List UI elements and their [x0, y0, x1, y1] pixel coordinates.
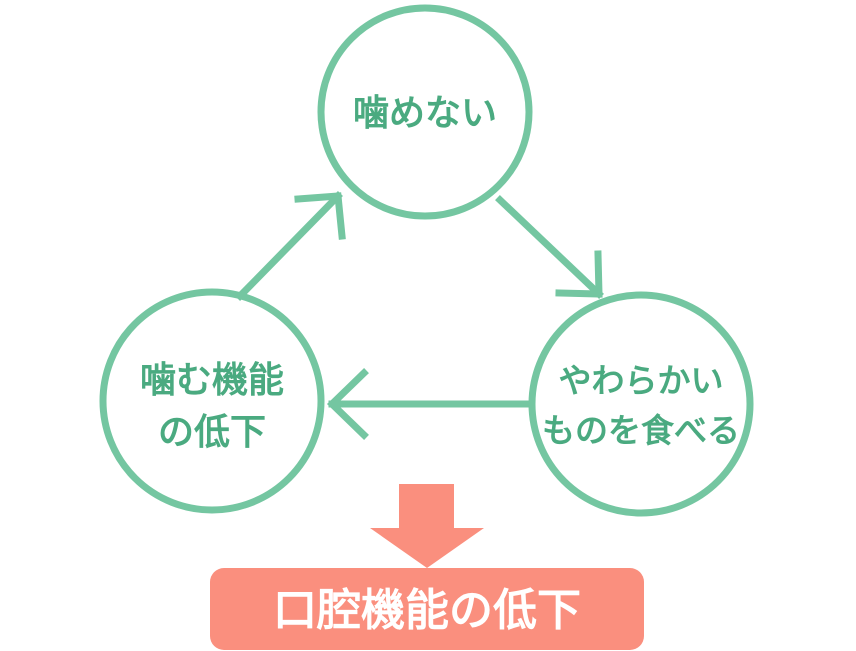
node-label-right-line1: やわらかい	[559, 361, 724, 400]
node-label-top: 噛めない	[353, 93, 497, 134]
arrow-top-to-right	[495, 195, 604, 299]
result-box	[210, 568, 644, 650]
result-label: 口腔機能の低下	[273, 585, 581, 636]
result-down-arrow	[370, 484, 484, 568]
arrow-left-to-top	[235, 191, 346, 301]
node-label-left-line2: の低下	[158, 412, 266, 453]
node-label-right-line2: ものを食べる	[542, 411, 740, 450]
node-circle-left	[99, 288, 325, 514]
arrow-right-to-left	[326, 368, 534, 440]
node-circle-right	[528, 291, 754, 517]
node-circle-top	[317, 4, 533, 220]
node-label-left-line1: 噛む機能	[140, 360, 284, 401]
